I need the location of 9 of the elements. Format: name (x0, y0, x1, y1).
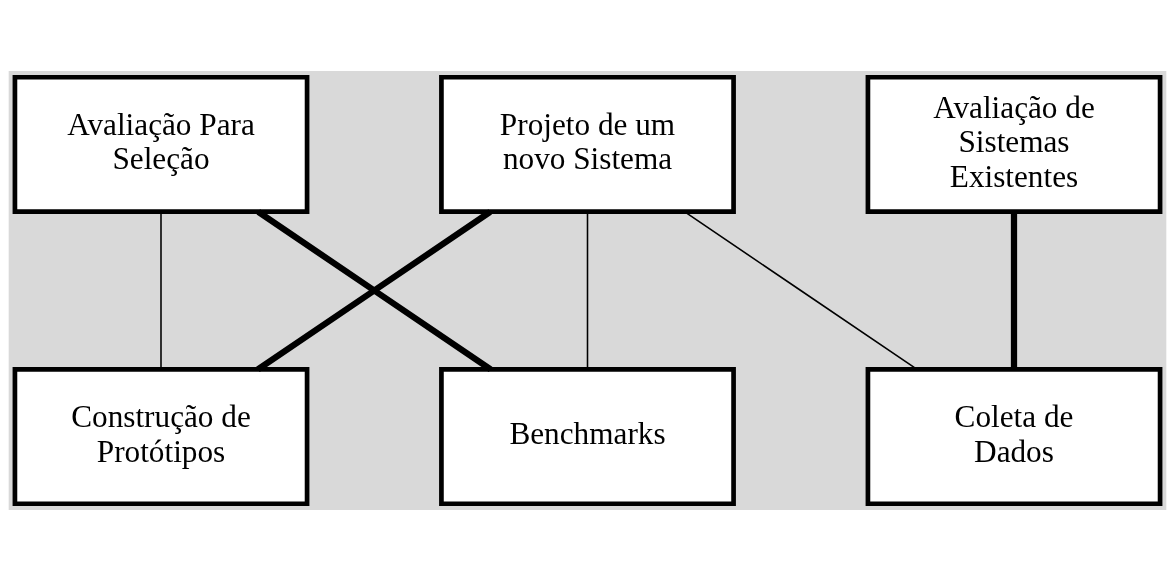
node-box: Benchmarks (439, 366, 736, 506)
connector (160, 211, 162, 370)
node-box: Projeto de um novo Sistema (439, 74, 736, 214)
connector (586, 211, 589, 370)
connector (1010, 211, 1018, 369)
node-box: Coleta de Dados (865, 366, 1163, 506)
node-box: Avaliação Para Seleção (12, 74, 310, 214)
node-box: Construção de Protótipos (12, 366, 310, 506)
node-box: Avaliação de Sistemas Existentes (865, 74, 1163, 214)
